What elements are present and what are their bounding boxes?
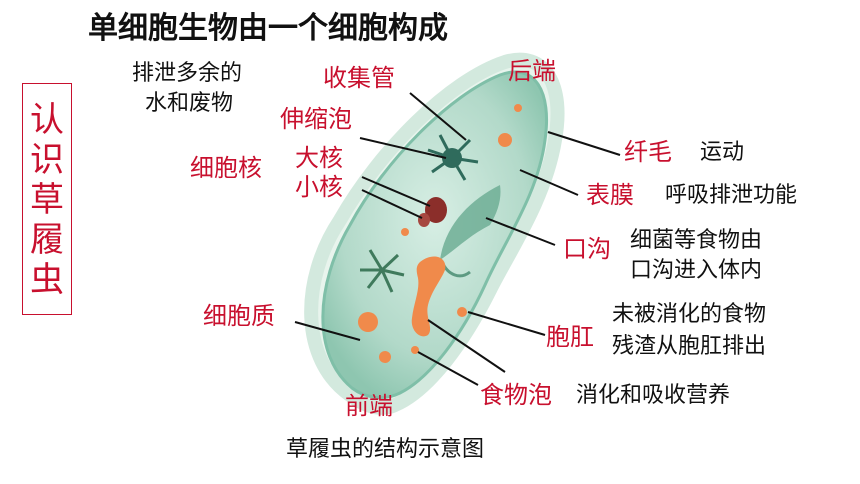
paramecium-body: [321, 70, 548, 400]
macronucleus: [425, 197, 447, 223]
label-cilia: 纤毛: [624, 138, 672, 166]
food-vacuoles: [358, 104, 522, 363]
micronucleus: [418, 213, 430, 227]
label-cytoplasm: 细胞质: [203, 302, 275, 330]
label-front-end: 前端: [345, 392, 393, 420]
label-micronucleus: 小核: [295, 173, 343, 201]
contractile-vacuole-bottom: [360, 249, 405, 293]
leader-lines: [294, 92, 621, 386]
excrete-desc-line2: 水和废物: [145, 91, 234, 116]
label-food-vacuole: 食物泡: [480, 381, 552, 409]
label-nucleus: 细胞核: [190, 154, 262, 182]
side-label-box: 认识草履虫: [22, 83, 72, 315]
cilia-desc: 运动: [700, 140, 745, 165]
pellicle-desc: 呼吸排泄功能: [665, 183, 798, 208]
label-rear-end: 后端: [508, 57, 556, 85]
excrete-desc-line1: 排泄多余的: [132, 61, 243, 86]
page-title: 单细胞生物由一个细胞构成: [88, 11, 448, 46]
oral-groove: [440, 185, 501, 260]
label-oral-groove: 口沟: [563, 235, 611, 263]
diagram-caption: 草履虫的结构示意图: [286, 437, 485, 462]
label-collecting-tube: 收集管: [323, 64, 395, 92]
oral-groove-desc-line2: 口沟进入体内: [630, 258, 763, 283]
label-anal-pore: 胞肛: [546, 323, 594, 351]
label-contractile-vacuole: 伸缩泡: [280, 105, 352, 133]
side-label: 认识草履虫: [30, 100, 64, 300]
anal-pore-desc-line1: 未被消化的食物: [612, 302, 767, 327]
anal-pore-desc-line2: 残渣从胞肛排出: [612, 334, 767, 359]
oral-groove-desc-line1: 细菌等食物由: [630, 228, 763, 253]
label-pellicle: 表膜: [586, 181, 634, 209]
food-vacuole-desc: 消化和吸收营养: [576, 383, 731, 408]
label-macronucleus: 大核: [295, 144, 343, 172]
contractile-vacuole-top: [427, 134, 479, 181]
